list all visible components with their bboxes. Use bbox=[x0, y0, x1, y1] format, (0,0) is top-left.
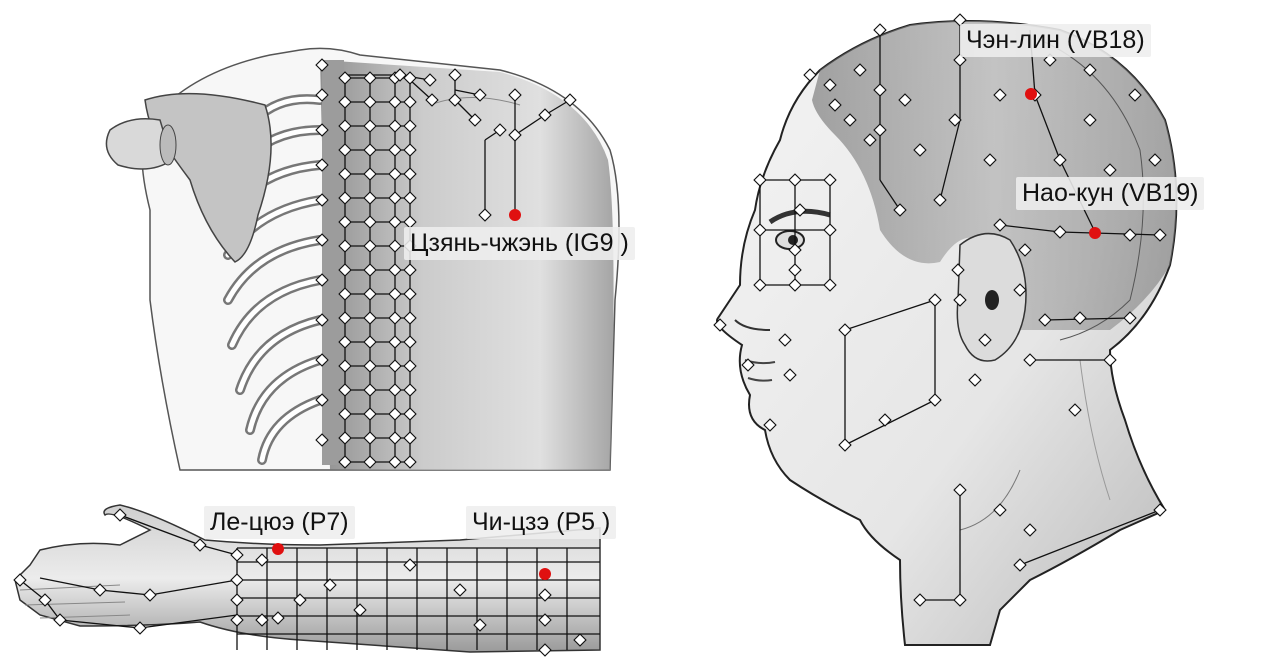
point-label-vb18: Чэн-лин (VB18) bbox=[960, 24, 1151, 57]
point-label-p5: Чи-цзэ (P5 ) bbox=[466, 506, 616, 539]
point-p5[interactable] bbox=[539, 568, 551, 580]
point-label-vb19: Нао-кун (VB19) bbox=[1016, 177, 1204, 210]
point-ig9[interactable] bbox=[509, 209, 521, 221]
point-p7[interactable] bbox=[272, 543, 284, 555]
point-vb18[interactable] bbox=[1025, 88, 1037, 100]
head-figure bbox=[717, 21, 1176, 645]
point-vb19[interactable] bbox=[1089, 227, 1101, 239]
point-label-p7: Ле-цюэ (P7) bbox=[204, 506, 355, 539]
point-label-ig9: Цзянь-чжэнь (IG9 ) bbox=[404, 227, 635, 260]
